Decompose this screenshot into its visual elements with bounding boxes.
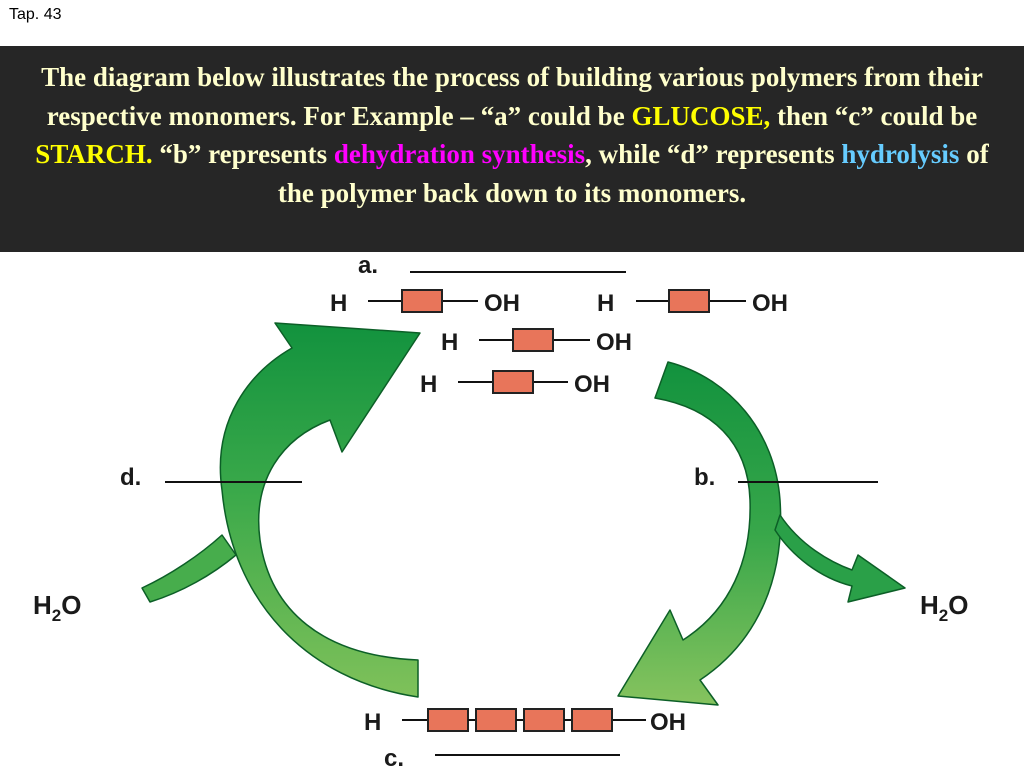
polymer-unit-4 <box>571 708 613 732</box>
banner-hydrolysis: hydrolysis <box>841 139 960 169</box>
label-a: a. <box>358 252 378 279</box>
dehydration-arrow <box>617 361 782 706</box>
monomer-2-h: H <box>597 290 614 317</box>
monomer-3-unit <box>512 328 554 352</box>
polymer-chain: H OH <box>364 708 686 736</box>
monomer-4-unit <box>492 370 534 394</box>
polymer-unit-2 <box>475 708 517 732</box>
label-c: c. <box>384 745 404 768</box>
polymer-oh: OH <box>650 709 686 736</box>
monomer-1-oh: OH <box>484 290 520 317</box>
banner-glucose: GLUCOSE, <box>631 100 771 131</box>
banner-text-1: The diagram below illustrates the proces… <box>41 62 983 131</box>
hydrolysis-arrow <box>219 322 421 698</box>
polymer-unit-1 <box>427 708 469 732</box>
water-left: H2O <box>33 590 81 625</box>
monomer-3: H OH <box>441 328 632 356</box>
monomer-4: H OH <box>420 370 610 398</box>
banner-text-2: then “c” could be <box>770 100 978 131</box>
monomer-2-unit <box>668 289 710 313</box>
banner-text-4: , while “d” represents <box>585 139 842 169</box>
monomer-2-oh: OH <box>752 290 788 317</box>
banner-starch: STARCH. <box>35 139 153 169</box>
monomer-1: H OH <box>330 289 520 317</box>
water-input-arrow <box>141 534 237 603</box>
monomer-3-h: H <box>441 329 458 356</box>
water-release-arrow <box>774 514 906 603</box>
monomer-1-unit <box>401 289 443 313</box>
banner-text-5: of the polymer back down to its monomers… <box>277 139 989 208</box>
label-b: b. <box>694 464 715 491</box>
label-d: d. <box>120 464 141 491</box>
polymer-h: H <box>364 709 381 736</box>
instruction-banner: The diagram below illustrates the proces… <box>0 46 1024 252</box>
monomer-1-h: H <box>330 290 347 317</box>
monomer-2: H OH <box>597 289 788 317</box>
polymer-unit-3 <box>523 708 565 732</box>
monomer-4-oh: OH <box>574 371 610 398</box>
banner-text-3: “b” represents <box>152 139 334 169</box>
monomer-3-oh: OH <box>596 329 632 356</box>
monomer-4-h: H <box>420 371 437 398</box>
slide-number: Tap. 43 <box>9 6 62 23</box>
water-right: H2O <box>920 590 968 625</box>
banner-dehydration: dehydration synthesis <box>333 139 586 169</box>
